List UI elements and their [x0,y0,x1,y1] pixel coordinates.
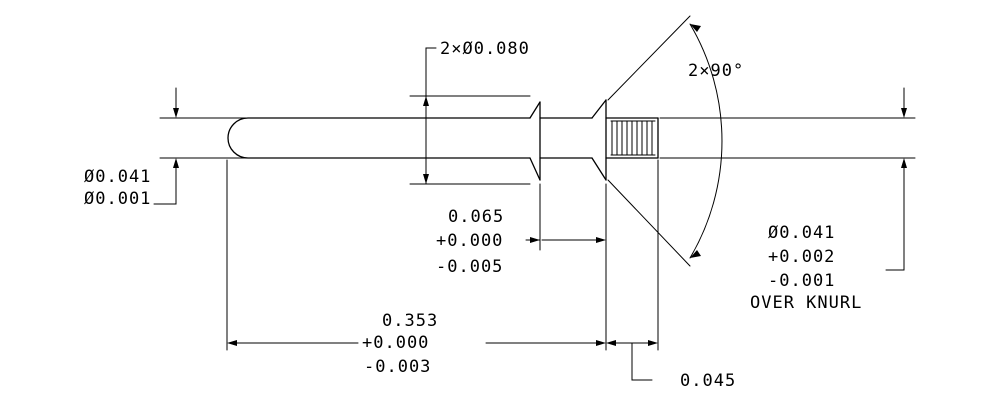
knurl-dia-label-1: Ø0.041 [768,223,835,243]
dimension-labels: 2×Ø0.080 2×90° Ø0.041 Ø0.001 0.065 +0.00… [84,39,862,391]
step-len-label: 0.045 [680,371,736,391]
neck-len-label-3: -0.005 [436,257,503,277]
dimension-lines [153,23,905,381]
left-dia-label-2: Ø0.001 [84,189,151,209]
pin-outline [227,99,659,181]
collar-dia-label: 2×Ø0.080 [440,39,530,59]
knurl-dia-label-2: +0.002 [768,247,835,267]
arrow-heads [173,24,907,346]
left-dia-label-1: Ø0.041 [84,167,151,187]
neck-len-label-1: 0.065 [448,207,504,227]
overall-len-label-1: 0.353 [382,311,438,331]
overall-len-label-2: +0.000 [362,333,429,353]
knurl-dia-label-3: -0.001 [768,271,835,291]
knurl-hatching [610,120,656,156]
overall-len-label-3: -0.003 [364,357,431,377]
angle-label: 2×90° [688,61,744,81]
knurl-dia-label-4: OVER KNURL [750,293,862,313]
extension-lines [159,15,916,351]
neck-len-label-2: +0.000 [436,231,503,251]
